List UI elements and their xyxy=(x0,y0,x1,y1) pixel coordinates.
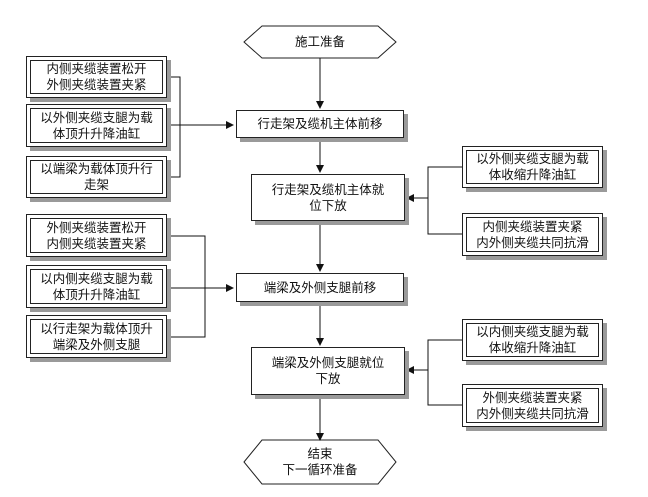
right-group2-item-1-text: 以内侧夹缆支腿为载 体收缩升降油缸 xyxy=(466,323,599,357)
main-step-2: 行走架及缆机主体就 位下放 xyxy=(251,174,405,221)
right-group2-item-2-text: 外侧夹缆装置夹紧 内外侧夹缆共同抗滑 xyxy=(466,388,599,423)
end-label: 结束 下一循环准备 xyxy=(282,446,358,477)
left-group1-item-2: 以外侧夹缆支腿为载 体顶升升降油缸 xyxy=(26,104,167,147)
left-group2-item-2-text: 以内侧夹缆支腿为载 体顶升升降油缸 xyxy=(30,269,163,304)
left-group1-item-2-text: 以外侧夹缆支腿为载 体顶升升降油缸 xyxy=(30,108,163,143)
left-group1-item-3-text: 以端梁为载体顶升行 走架 xyxy=(30,160,163,194)
start-label: 施工准备 xyxy=(294,34,345,49)
right-group1-bracket xyxy=(427,166,462,235)
right-group1-item-2-text: 内侧夹缆装置夹紧 内外侧夹缆共同抗滑 xyxy=(466,217,599,252)
left-group2-item-3: 以行走架为载体顶升 端梁及外侧支腿 xyxy=(26,315,167,358)
start-diamond-shape xyxy=(243,25,397,59)
right-group1-item-1-text: 以外侧夹缆支腿为载 体收缩升降油缸 xyxy=(466,150,599,184)
left-group1-bracket xyxy=(167,76,181,178)
main-step-4: 端梁及外侧支腿就位 下放 xyxy=(251,347,405,395)
left-group2-item-1: 外侧夹缆装置松开 内侧夹缆装置夹紧 xyxy=(26,214,167,257)
right-group1-item-1: 以外侧夹缆支腿为载 体收缩升降油缸 xyxy=(462,146,603,188)
right-group2-bracket xyxy=(427,339,462,406)
right-group2-item-2: 外侧夹缆装置夹紧 内外侧夹缆共同抗滑 xyxy=(462,384,603,427)
left-group2-item-3-text: 以行走架为载体顶升 端梁及外侧支腿 xyxy=(30,319,163,354)
left-group1-item-1-text: 内侧夹缆装置松开 外侧夹缆装置夹紧 xyxy=(30,60,163,94)
main-step-1: 行走架及缆机主体前移 xyxy=(236,110,404,138)
left-group1-item-3: 以端梁为载体顶升行 走架 xyxy=(26,156,167,198)
left-group2-item-2: 以内侧夹缆支腿为载 体顶升升降油缸 xyxy=(26,265,167,308)
left-group1-item-1: 内侧夹缆装置松开 外侧夹缆装置夹紧 xyxy=(26,56,167,98)
left-group2-bracket xyxy=(167,235,206,338)
end-diamond-shape xyxy=(243,439,397,485)
left-group2-item-1-text: 外侧夹缆装置松开 内侧夹缆装置夹紧 xyxy=(30,218,163,253)
main-step-3: 端梁及外侧支腿前移 xyxy=(236,273,404,302)
right-group2-item-1: 以内侧夹缆支腿为载 体收缩升降油缸 xyxy=(462,319,603,361)
right-group1-item-2: 内侧夹缆装置夹紧 内外侧夹缆共同抗滑 xyxy=(462,213,603,256)
